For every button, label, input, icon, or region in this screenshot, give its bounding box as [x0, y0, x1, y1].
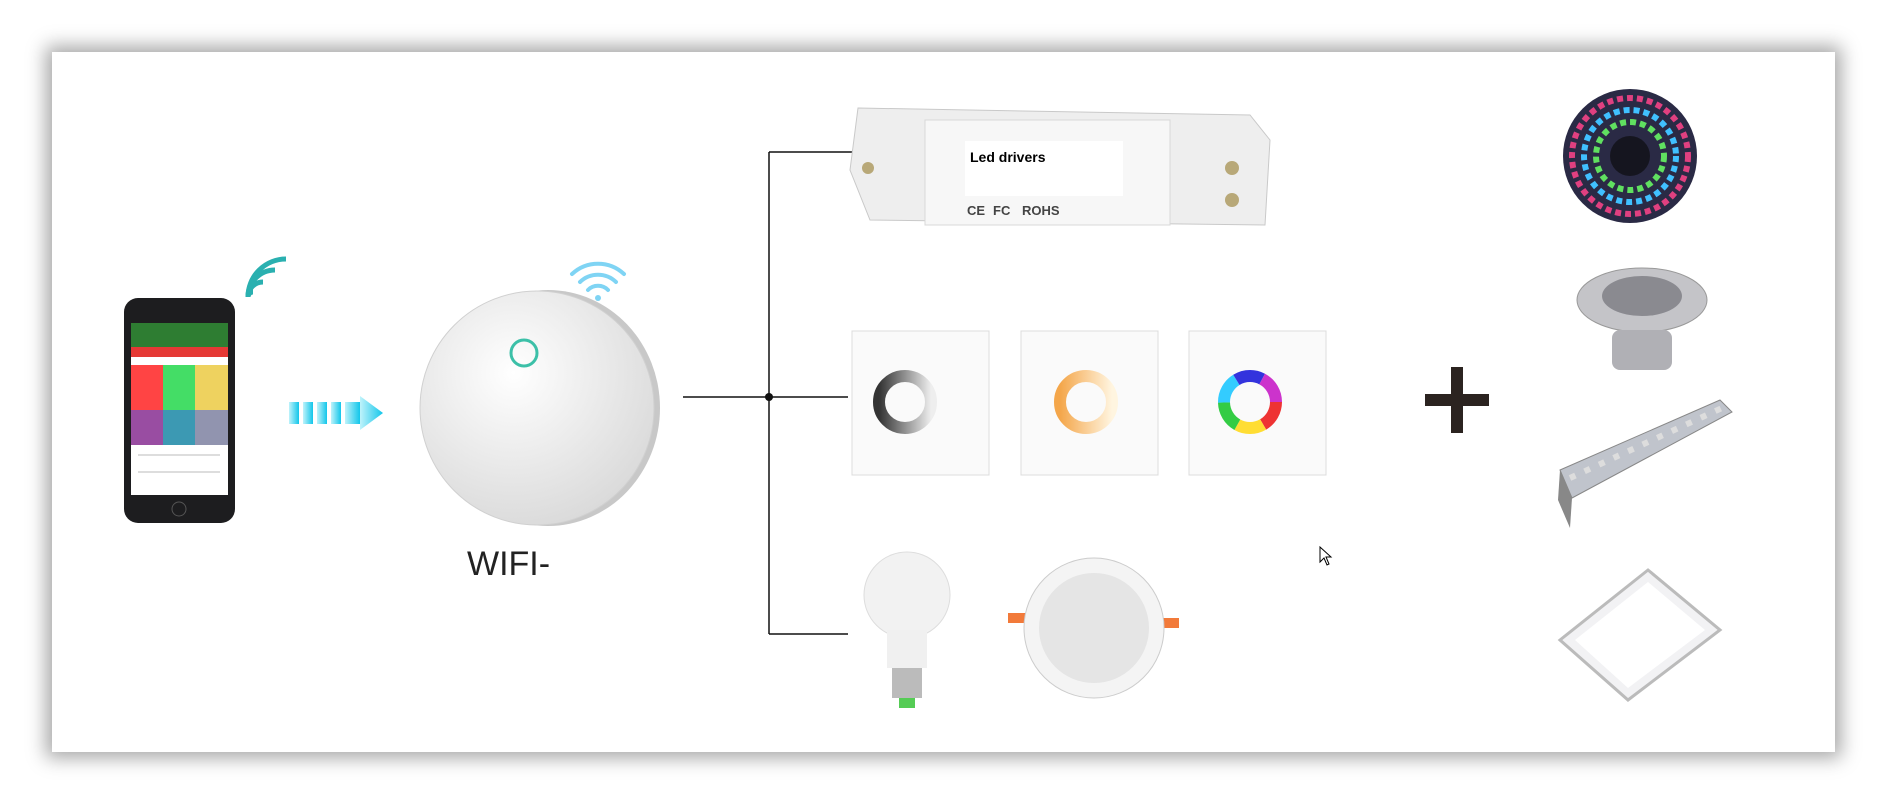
- led-drivers-label: Led drivers: [970, 149, 1046, 165]
- round-downlight: [1008, 557, 1179, 699]
- smartphone-app: [124, 298, 235, 523]
- rohs-mark: ROHS: [1022, 203, 1060, 218]
- signal-arrow-icon: [289, 396, 383, 430]
- touch-panel-dimmer: [851, 330, 990, 476]
- touch-panel-rgb: [1188, 330, 1327, 476]
- recessed-spotlight: [1576, 267, 1708, 370]
- hub-label: WIFI-: [467, 545, 551, 583]
- rgb-led-strip-reel: [1563, 89, 1697, 223]
- led-driver-device: CE FC ROHS: [849, 107, 1271, 226]
- junction-dot: [765, 393, 773, 401]
- ce-mark: CE: [967, 203, 985, 218]
- mouse-cursor-icon: [1319, 545, 1333, 566]
- fc-mark: FC: [993, 203, 1011, 218]
- hub-wifi-icon: [570, 261, 626, 301]
- wifi-signal-icon: [245, 256, 287, 298]
- led-panel-light: [1557, 568, 1723, 702]
- wifi-hub-device: [419, 290, 660, 526]
- connector-lines: [683, 151, 860, 635]
- plus-icon: [1425, 367, 1489, 433]
- touch-panel-cct: [1020, 330, 1159, 476]
- wall-washer-light: [1558, 399, 1733, 528]
- led-bulb: [863, 551, 951, 708]
